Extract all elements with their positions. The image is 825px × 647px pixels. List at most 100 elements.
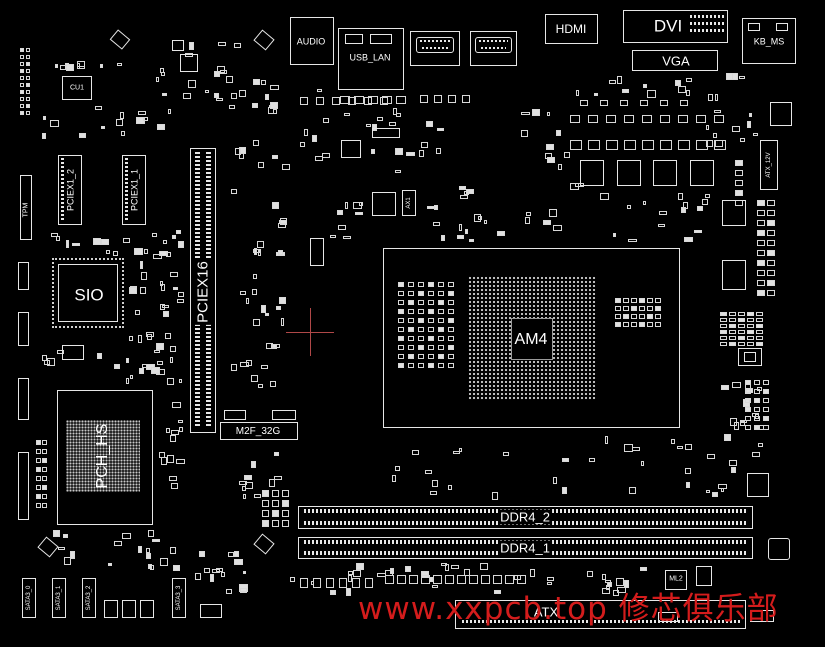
smd-component: [210, 574, 214, 582]
small-ic[interactable]: [224, 410, 246, 420]
smd-component: [154, 350, 160, 353]
ddr4-1-slot[interactable]: [298, 537, 753, 559]
smd-component: [269, 479, 275, 487]
smd-component: [20, 111, 24, 115]
small-ic[interactable]: [172, 40, 184, 51]
smd-component: [632, 447, 640, 451]
smd-component: [623, 306, 629, 311]
smd-component: [265, 94, 269, 100]
smd-component: [344, 113, 350, 116]
smd-component: [547, 582, 552, 585]
header-connector-2[interactable]: [470, 31, 517, 66]
atx-12v-connector[interactable]: [760, 140, 778, 190]
smd-component: [140, 261, 143, 269]
smd-component: [438, 336, 444, 341]
pciex16-slot[interactable]: [190, 148, 216, 433]
header-connector-1[interactable]: [410, 31, 460, 66]
atx-power-connector[interactable]: [455, 600, 746, 629]
smd-component: [261, 80, 266, 85]
smd-component: [448, 485, 452, 490]
m2-slot[interactable]: [220, 422, 298, 440]
small-ic[interactable]: [200, 604, 222, 618]
small-ic[interactable]: [696, 566, 712, 586]
pciex1-1-slot[interactable]: [122, 155, 146, 225]
smd-component: [398, 354, 404, 359]
pciex1-2-slot[interactable]: [58, 155, 82, 225]
smd-component: [763, 425, 769, 430]
small-ic[interactable]: [140, 600, 154, 618]
inductor[interactable]: [580, 160, 604, 186]
smd-component: [497, 231, 505, 236]
kb-ms-connector[interactable]: [742, 18, 796, 64]
smd-component: [767, 220, 775, 226]
small-ic[interactable]: [722, 260, 746, 290]
ax1-component[interactable]: [402, 190, 416, 216]
sio-pin-ring: [52, 258, 124, 328]
usb-lan-connector[interactable]: [338, 28, 404, 90]
small-ic[interactable]: [122, 600, 136, 618]
sata3-3-connector[interactable]: [172, 578, 186, 618]
smd-component: [707, 454, 715, 459]
small-ic[interactable]: [738, 348, 762, 366]
front-header[interactable]: [18, 312, 29, 346]
small-ic[interactable]: [372, 128, 400, 138]
smd-component: [702, 199, 708, 205]
small-ic[interactable]: [272, 410, 296, 420]
tpm-header[interactable]: [20, 175, 32, 240]
sata3-0-connector[interactable]: [22, 578, 36, 618]
small-ic[interactable]: [768, 538, 790, 560]
inductor[interactable]: [653, 160, 677, 186]
smd-component: [419, 150, 424, 157]
smd-component: [747, 318, 754, 322]
smd-component: [767, 270, 775, 276]
front-header[interactable]: [18, 378, 29, 420]
inductor[interactable]: [617, 160, 641, 186]
smd-component: [448, 95, 456, 103]
smd-component: [162, 305, 169, 308]
inductor[interactable]: [690, 160, 714, 186]
ddr4-2-slot[interactable]: [298, 506, 753, 529]
audio-connector[interactable]: [290, 17, 334, 65]
smd-component: [274, 476, 282, 480]
small-ic[interactable]: [722, 200, 746, 226]
smd-component: [172, 402, 181, 408]
small-ic[interactable]: [750, 610, 774, 622]
smd-component: [217, 66, 225, 73]
hdmi-connector[interactable]: [545, 14, 598, 44]
dvi-connector[interactable]: [623, 10, 728, 43]
smd-component: [235, 148, 241, 155]
small-ic[interactable]: [180, 54, 198, 72]
sata3-1-connector[interactable]: [52, 578, 66, 618]
front-header[interactable]: [18, 452, 29, 520]
smd-component: [151, 367, 160, 374]
front-header[interactable]: [18, 262, 29, 290]
smd-component: [42, 467, 47, 472]
small-ic[interactable]: [310, 238, 324, 266]
sata3-2-connector[interactable]: [82, 578, 96, 618]
smd-component: [176, 230, 181, 234]
cu1-chip[interactable]: [62, 76, 92, 100]
small-ic[interactable]: [104, 600, 118, 618]
small-ic[interactable]: [341, 140, 361, 158]
smd-component: [587, 571, 593, 577]
vga-connector[interactable]: [632, 50, 718, 71]
pch-heatsink-outline[interactable]: [57, 390, 153, 525]
ml2-component[interactable]: [665, 570, 687, 590]
sio-chip[interactable]: [58, 264, 118, 322]
small-ic[interactable]: [770, 102, 792, 126]
smd-component: [261, 305, 266, 313]
small-ic[interactable]: [372, 192, 396, 216]
smd-component: [345, 202, 348, 209]
smd-component: [171, 483, 178, 489]
smd-component: [66, 64, 74, 71]
smd-component: [745, 416, 751, 421]
smd-component: [441, 235, 445, 241]
smd-component: [352, 578, 360, 588]
smd-component: [214, 93, 219, 98]
small-ic[interactable]: [658, 612, 678, 622]
small-ic[interactable]: [62, 345, 84, 360]
smd-component: [266, 343, 273, 349]
small-ic[interactable]: [747, 473, 769, 497]
am4-socket-outline[interactable]: [383, 248, 680, 428]
smd-component: [66, 240, 69, 248]
